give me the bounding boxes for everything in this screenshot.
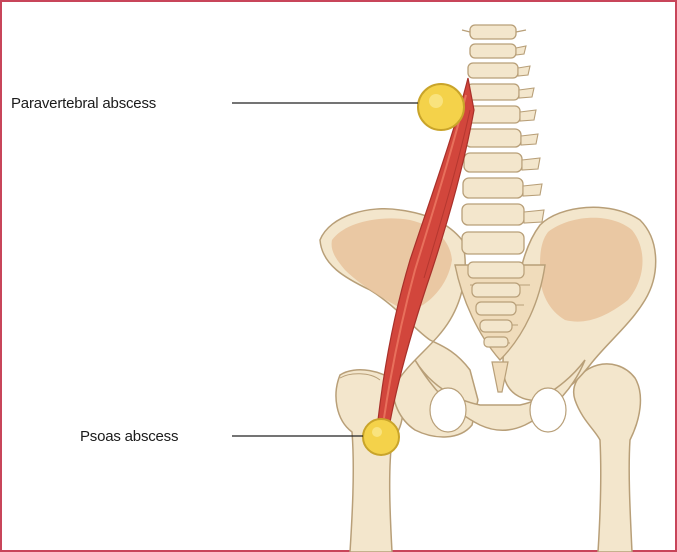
psoas-abscess-label: Psoas abscess	[80, 428, 178, 445]
right-femur	[574, 364, 641, 552]
paravertebral-abscess-marker	[418, 84, 464, 130]
paravertebral-abscess-label: Paravertebral abscess	[11, 95, 156, 112]
psoas-abscess-marker	[363, 419, 399, 455]
